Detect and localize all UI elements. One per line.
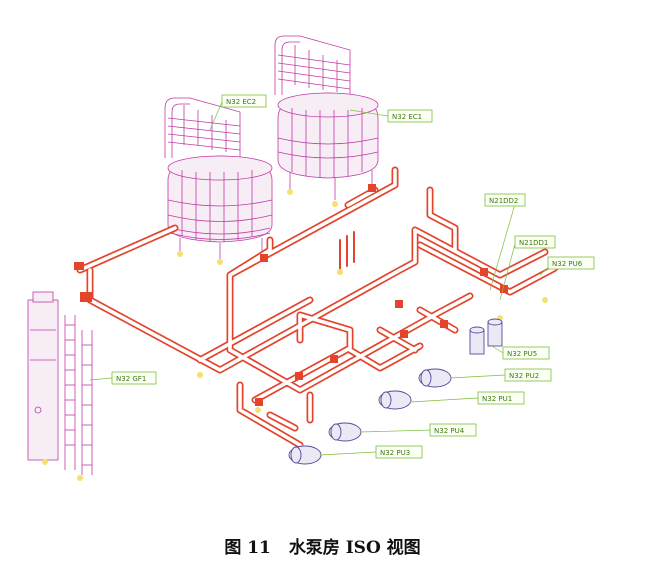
figure-caption: 图 11 水泵房 ISO 视图 [0, 533, 645, 558]
svg-text:N32 PU3: N32 PU3 [380, 449, 410, 457]
pump-pu3 [288, 445, 322, 465]
pump-room-iso-diagram: N32 EC2 N32 EC1 N21DD2 N21DD1 N32 PU6 N3… [27, 35, 595, 481]
tag-pu2: N32 PU2 [504, 368, 552, 382]
svg-text:N32 PU2: N32 PU2 [509, 372, 539, 380]
svg-text:N32 EC2: N32 EC2 [226, 98, 256, 106]
tag-pu5: N32 PU5 [502, 346, 550, 360]
tag-pu6: N32 PU6 [547, 256, 595, 270]
cooling-tower-ec1 [274, 35, 379, 207]
svg-text:N32 GF1: N32 GF1 [116, 375, 146, 383]
svg-text:N32 PU4: N32 PU4 [434, 427, 465, 435]
tag-gf1: N32 GF1 [111, 371, 157, 385]
tag-ec2: N32 EC2 [221, 94, 267, 108]
pumps [288, 318, 503, 465]
pump-pu5 [469, 326, 485, 355]
svg-text:N21DD1: N21DD1 [519, 239, 548, 247]
caption-text: 水泵房 ISO 视图 [288, 538, 421, 558]
tag-ec1: N32 EC1 [387, 109, 433, 123]
pump-pu2 [418, 368, 452, 388]
svg-text:N32 PU1: N32 PU1 [482, 395, 512, 403]
svg-text:N32 EC1: N32 EC1 [392, 113, 422, 121]
svg-text:N21DD2: N21DD2 [489, 197, 518, 205]
tank-gf1 [27, 291, 93, 481]
piping-network [74, 166, 559, 451]
tag-pu3: N32 PU3 [375, 445, 423, 459]
tag-dd1: N21DD1 [514, 235, 556, 249]
pump-pu1 [378, 390, 412, 410]
pump-pu6 [487, 318, 503, 347]
tag-leaders [89, 101, 553, 456]
svg-text:N32 PU6: N32 PU6 [552, 260, 583, 268]
cooling-tower-ec2 [164, 97, 273, 265]
tag-pu1: N32 PU1 [477, 391, 525, 405]
equipment-tags: N32 EC2 N32 EC1 N21DD2 N21DD1 N32 PU6 N3… [111, 94, 595, 459]
svg-text:N32 PU5: N32 PU5 [507, 350, 537, 358]
tag-pu4: N32 PU4 [429, 423, 477, 437]
tag-dd2: N21DD2 [484, 193, 526, 207]
pump-pu4 [328, 422, 362, 442]
caption-number: 图 11 [224, 538, 271, 558]
